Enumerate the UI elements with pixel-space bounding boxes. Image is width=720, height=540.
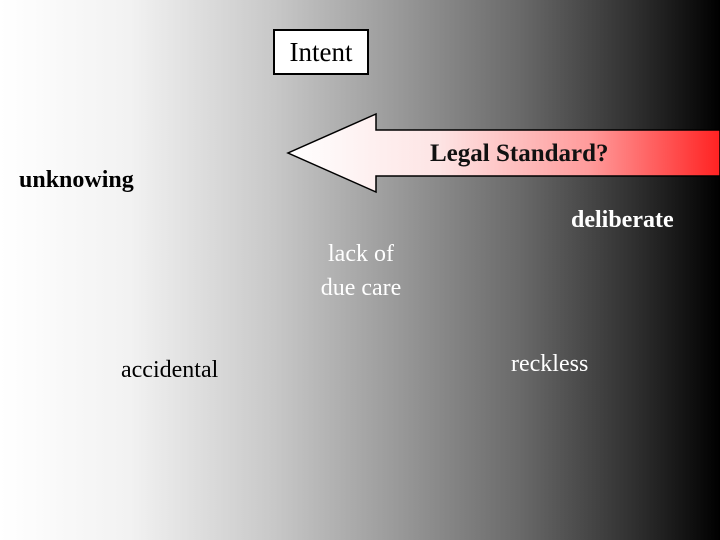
title-box: Intent — [273, 29, 369, 75]
label-lack-of-due-care-line1: lack of — [328, 241, 394, 267]
label-deliberate: deliberate — [571, 207, 674, 233]
label-accidental: accidental — [121, 357, 219, 383]
arrow-shape — [286, 112, 720, 194]
page-title: Intent — [289, 36, 353, 67]
label-unknowing: unknowing — [19, 167, 134, 193]
label-reckless: reckless — [511, 351, 589, 377]
label-lack-of-due-care: lack of due care — [309, 237, 413, 305]
label-lack-of-due-care-line2: due care — [320, 275, 402, 301]
arrow-label: Legal Standard? — [430, 140, 609, 167]
